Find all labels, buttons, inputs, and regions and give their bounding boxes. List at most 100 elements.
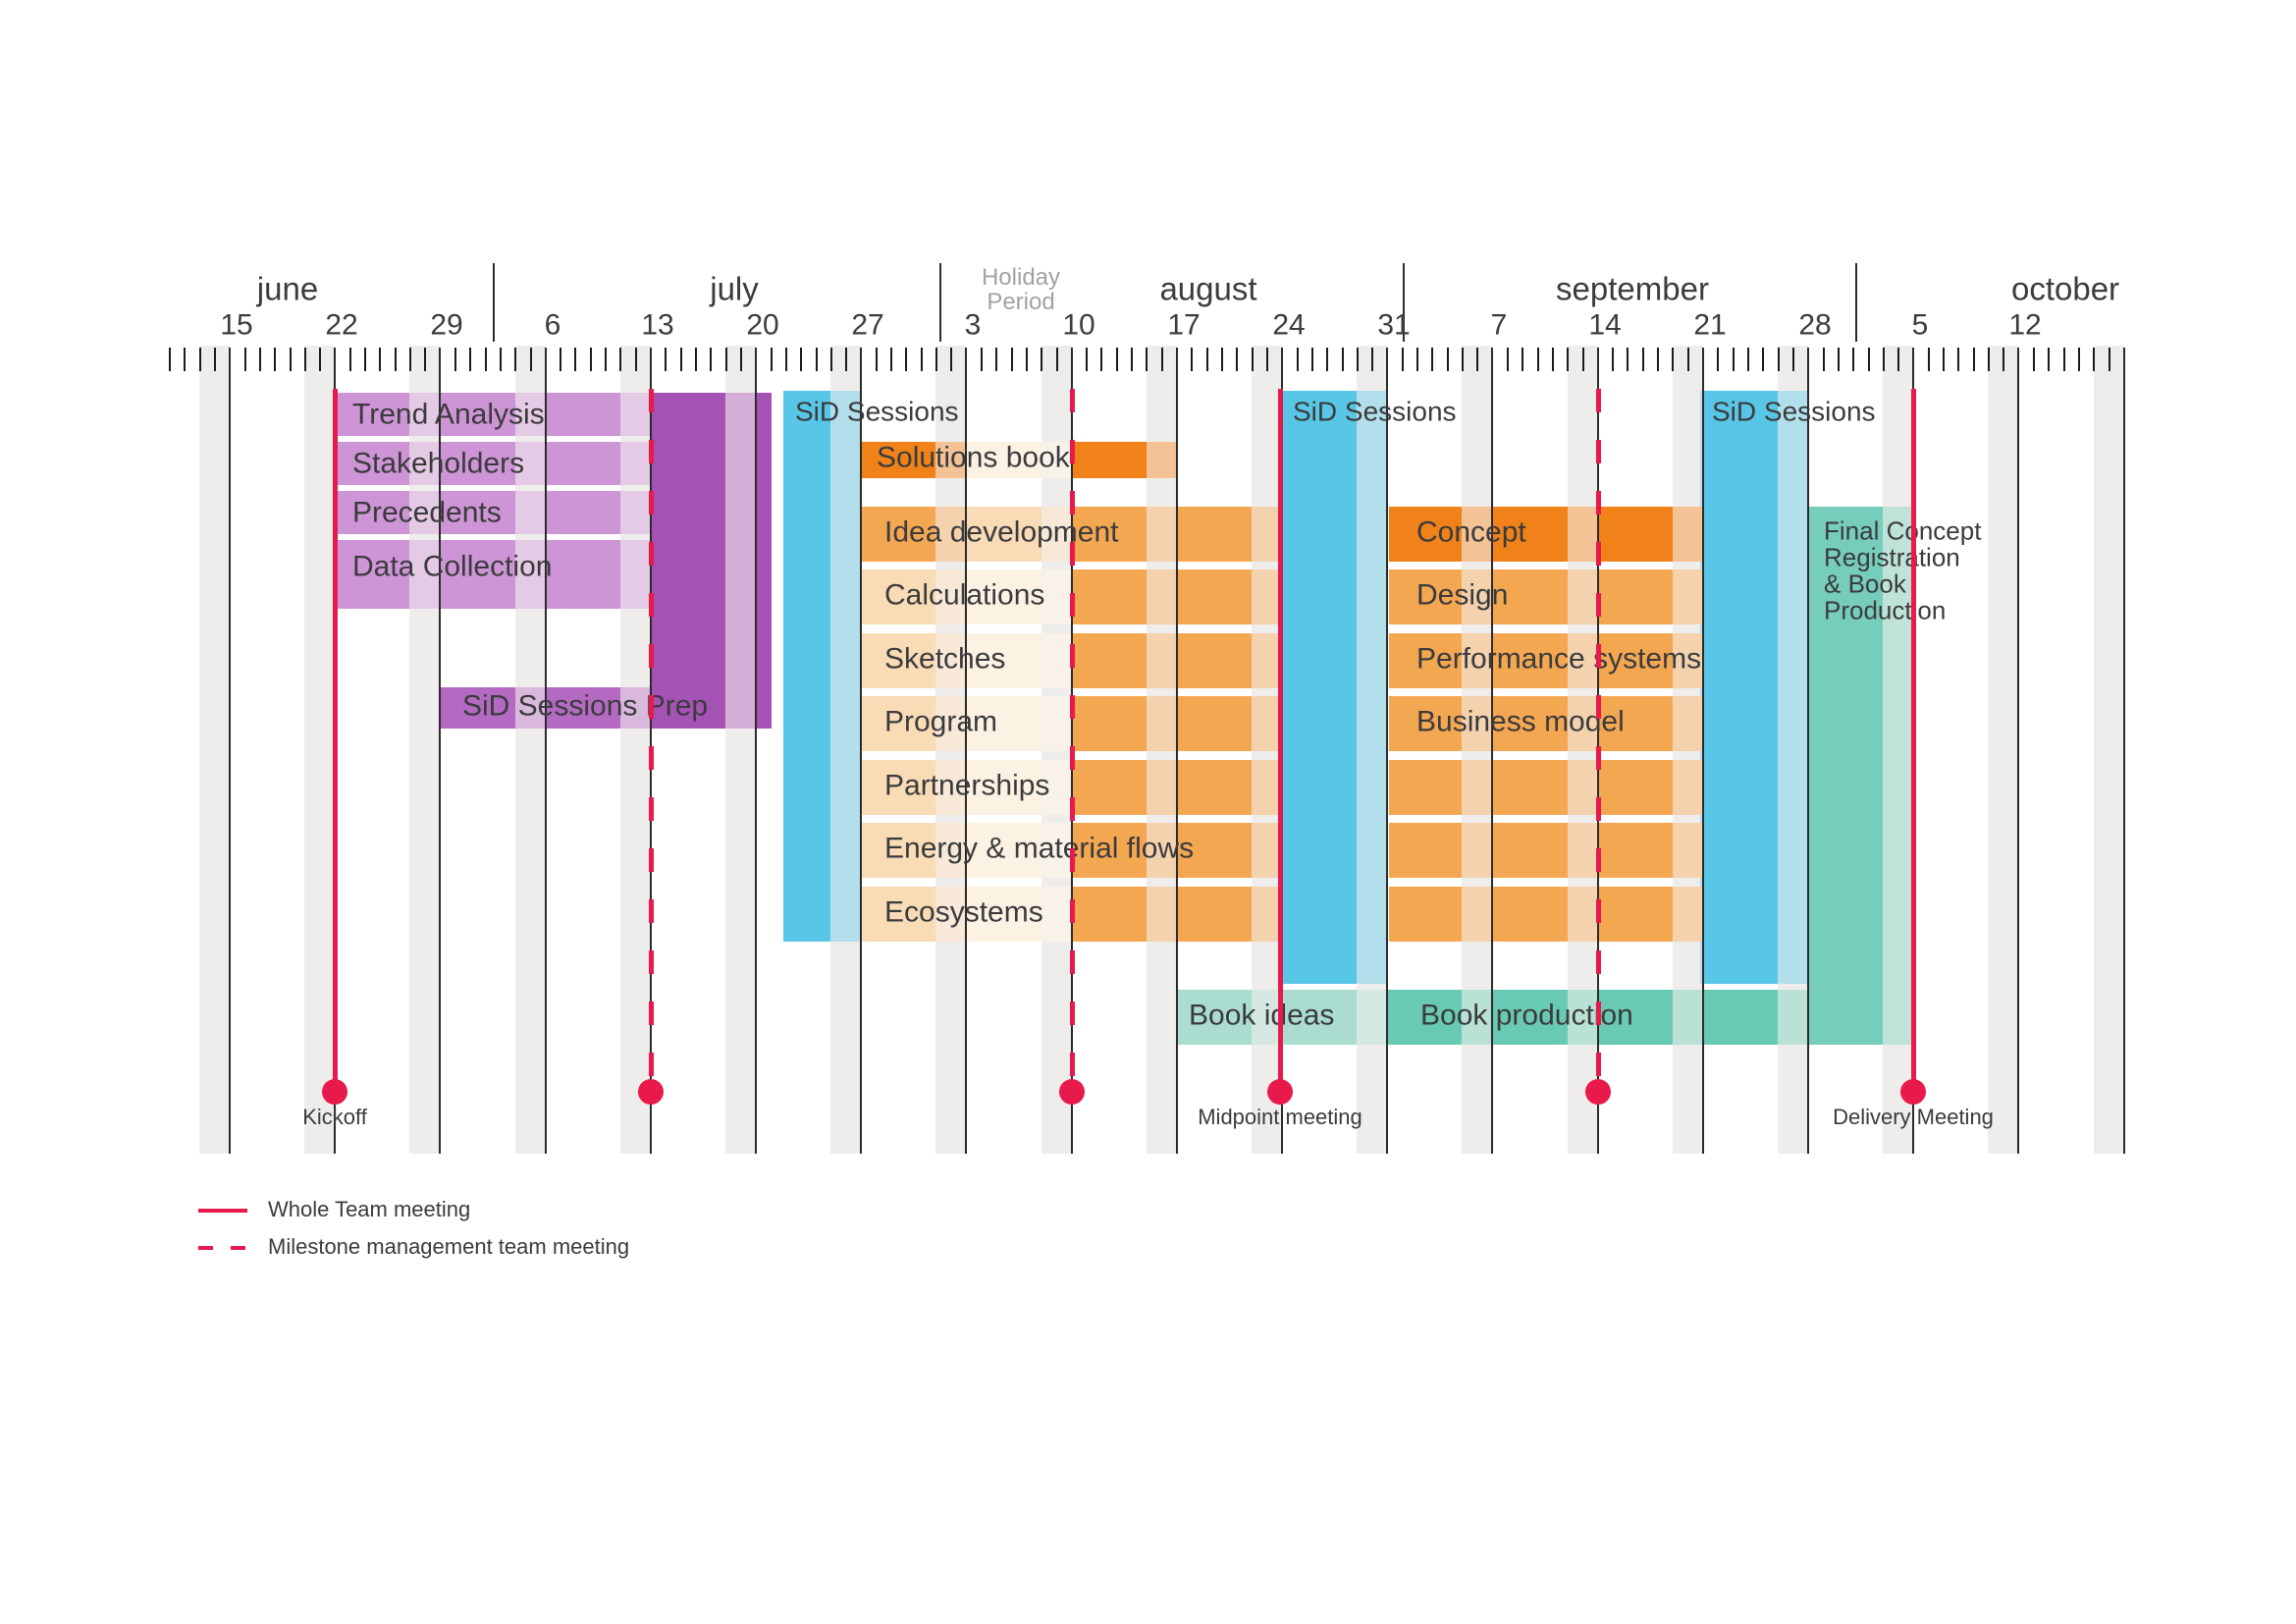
milestone-dot-4 xyxy=(1059,1079,1085,1105)
week-number-3: 3 xyxy=(964,308,982,342)
week-number-29: 29 xyxy=(430,308,463,342)
task-label-program: Program xyxy=(884,705,998,738)
milestone-dot-3 xyxy=(638,1079,664,1105)
milestone-meeting-line-2 xyxy=(1595,389,1601,1092)
day-tick xyxy=(290,348,292,371)
weekend-overlay xyxy=(620,346,651,1154)
milestone-label-2: Delivery Meeting xyxy=(1833,1104,1994,1129)
task-label-idea-development: Idea development xyxy=(884,515,1119,549)
day-tick xyxy=(921,348,923,371)
week-gridline xyxy=(2123,348,2125,1154)
weekend-overlay xyxy=(409,346,440,1154)
task-label-stakeholders: Stakeholders xyxy=(352,447,525,480)
day-tick xyxy=(845,348,847,371)
day-tick xyxy=(1778,348,1780,371)
final-block-text-0: Final Concept xyxy=(1824,515,1982,546)
week-number-6: 6 xyxy=(544,308,561,342)
day-tick xyxy=(469,348,471,371)
weekend-overlay xyxy=(830,346,861,1154)
day-tick xyxy=(1476,348,1478,371)
task-label-calculations: Calculations xyxy=(884,578,1045,612)
weekend-overlay xyxy=(1252,346,1282,1154)
day-tick xyxy=(1687,348,1689,371)
day-tick xyxy=(1431,348,1433,371)
month-label-october: october xyxy=(2010,270,2120,307)
day-tick xyxy=(876,348,878,371)
day-tick xyxy=(1868,348,1870,371)
day-tick xyxy=(1792,348,1794,371)
week-number-24: 24 xyxy=(1272,308,1306,342)
day-tick xyxy=(710,348,712,371)
milestone-dot-0 xyxy=(322,1079,347,1105)
day-tick xyxy=(1928,348,1930,371)
day-tick xyxy=(1131,348,1133,371)
day-tick xyxy=(800,348,802,371)
day-tick xyxy=(1206,348,1208,371)
task-label-solutions-book: Solutions book xyxy=(877,441,1070,474)
week-number-28: 28 xyxy=(1798,308,1832,342)
week-number-22: 22 xyxy=(325,308,358,342)
legend-label-0: Whole Team meeting xyxy=(268,1196,471,1221)
week-gridline xyxy=(755,348,757,1154)
day-tick xyxy=(1221,348,1223,371)
month-divider xyxy=(1403,263,1405,342)
day-tick xyxy=(771,348,773,371)
day-tick xyxy=(1852,348,1854,371)
milestone-meeting-line-1 xyxy=(1069,389,1075,1092)
day-tick xyxy=(2109,348,2110,371)
day-tick xyxy=(395,348,397,371)
weekend-overlay xyxy=(1041,346,1072,1154)
task-label-business-model: Business model xyxy=(1416,705,1625,738)
week-number-31: 31 xyxy=(1377,308,1411,342)
holiday-note-line2: Period xyxy=(987,288,1055,315)
day-tick xyxy=(695,348,697,371)
holiday-note-line1: Holiday xyxy=(981,263,1061,291)
day-tick xyxy=(244,348,246,371)
task-label-performance-systems: Performance systems xyxy=(1416,642,1702,676)
day-tick xyxy=(1897,348,1899,371)
week-number-21: 21 xyxy=(1693,308,1727,342)
week-number-17: 17 xyxy=(1167,308,1201,342)
day-tick xyxy=(514,348,516,371)
day-tick xyxy=(1552,348,1554,371)
task-label-sid-sessions-2: SiD Sessions xyxy=(1293,396,1457,427)
task-label-design: Design xyxy=(1416,578,1509,612)
week-number-5: 5 xyxy=(1911,308,1929,342)
day-tick xyxy=(1026,348,1028,371)
task-bar-concept-row-7 xyxy=(1389,887,1703,942)
day-tick xyxy=(1642,348,1644,371)
day-tick xyxy=(935,348,937,371)
day-tick xyxy=(665,348,667,371)
task-label-trend-analysis: Trend Analysis xyxy=(352,398,545,431)
day-tick xyxy=(319,348,321,371)
task-label-sid-sessions-prep: SiD Sessions Prep xyxy=(462,689,709,723)
weekend-overlay xyxy=(304,346,335,1154)
week-number-20: 20 xyxy=(746,308,779,342)
task-label-sid-sessions-1: SiD Sessions xyxy=(795,396,959,427)
day-tick xyxy=(1342,348,1344,371)
month-divider xyxy=(493,263,495,342)
task-bar-stakeholders xyxy=(335,442,651,485)
day-tick xyxy=(1371,348,1373,371)
day-tick xyxy=(605,348,607,371)
day-tick xyxy=(1823,348,1825,371)
day-tick xyxy=(785,348,787,371)
day-tick xyxy=(214,348,216,371)
day-tick xyxy=(1011,348,1013,371)
day-tick xyxy=(2063,348,2065,371)
day-tick xyxy=(485,348,487,371)
month-label-september: september xyxy=(1556,270,1709,307)
day-tick xyxy=(890,348,892,371)
day-tick xyxy=(1100,348,1102,371)
day-tick xyxy=(530,348,532,371)
day-tick xyxy=(1838,348,1840,371)
milestone-label-1: Midpoint meeting xyxy=(1198,1104,1362,1129)
week-gridline xyxy=(1491,348,1493,1154)
day-tick xyxy=(1447,348,1449,371)
week-gridline xyxy=(1807,348,1809,1154)
week-number-14: 14 xyxy=(1588,308,1622,342)
day-tick xyxy=(1462,348,1464,371)
task-bar-design xyxy=(1389,569,1703,624)
day-tick xyxy=(1161,348,1163,371)
day-tick xyxy=(409,348,411,371)
